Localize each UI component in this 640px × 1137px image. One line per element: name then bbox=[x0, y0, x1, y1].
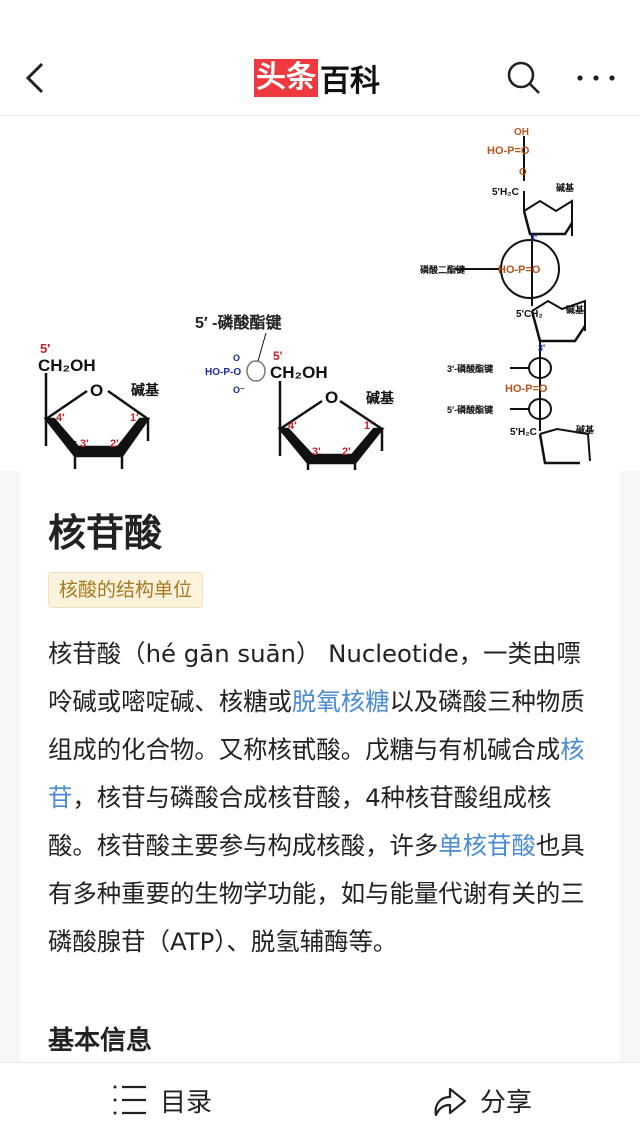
entry-link[interactable]: 单核苷酸 bbox=[438, 831, 536, 860]
label: 4' bbox=[56, 412, 65, 424]
share-label: 分享 bbox=[480, 1087, 533, 1118]
label: O bbox=[233, 353, 240, 363]
label: 碱基 bbox=[131, 382, 160, 398]
label: CH₂OH bbox=[38, 356, 96, 375]
summary-text: 以及磷酸三种物质组成的化合物。又称核甙酸。戊糖与有机碱合成 bbox=[48, 687, 585, 764]
label: 3' bbox=[312, 446, 321, 458]
section-title-basic-info: 基本信息 bbox=[48, 1026, 153, 1056]
article-card: 核苷酸 核酸的结构单位 核苷酸（hé gān suān） Nucleotide，… bbox=[20, 470, 620, 1070]
label: 3' bbox=[530, 233, 537, 243]
label: 1' bbox=[364, 420, 373, 432]
summary-text: 也具有多种重要的生物学功能，如与能量代谢有关的三磷酸腺苷（ATP）、脱氢辅酶等。 bbox=[48, 831, 585, 956]
toc-label: 目录 bbox=[160, 1087, 213, 1118]
more-dots-icon[interactable] bbox=[576, 70, 616, 86]
label: 4' bbox=[288, 420, 297, 432]
label: 碱基 bbox=[366, 390, 395, 406]
label: CH₂OH bbox=[270, 363, 328, 382]
label: O bbox=[90, 381, 103, 400]
summary-text: 核苷酸（hé gān suān） Nucleotide，一类由嘌呤碱或嘧啶碱、核… bbox=[48, 639, 581, 716]
label: 3' bbox=[538, 343, 545, 353]
logo-red-part: 头条 bbox=[254, 59, 318, 97]
nucleotide-structure-image[interactable]: 5' CH₂OH O 碱基 4' 1' 3' 2' 5′ -磷酸酯键 HO-P-… bbox=[0, 116, 640, 471]
label: 5'CH₂ bbox=[516, 309, 543, 320]
ribose-structure-middle bbox=[246, 332, 385, 471]
entry-link[interactable]: 脱氧核糖 bbox=[291, 687, 390, 716]
label: 2' bbox=[342, 446, 351, 458]
logo-black-part: 百科 bbox=[320, 64, 380, 99]
label: O bbox=[519, 167, 527, 178]
label: HO-P=O bbox=[487, 145, 530, 157]
label: 碱基 bbox=[576, 424, 595, 435]
chevron-left-icon[interactable] bbox=[22, 58, 52, 98]
search-icon[interactable] bbox=[506, 60, 542, 96]
list-icon bbox=[113, 1085, 146, 1115]
ribose-structure-left bbox=[43, 373, 151, 469]
dinucleotide-chain-right bbox=[455, 136, 591, 465]
label: O⁻ bbox=[233, 385, 245, 395]
bottom-bar: 目录 分享 bbox=[0, 1062, 640, 1137]
share-arrow-icon bbox=[434, 1087, 467, 1117]
label: 5'H₂C bbox=[510, 427, 537, 438]
label: HO-P=O bbox=[498, 264, 541, 276]
category-tag[interactable]: 核酸的结构单位 bbox=[48, 572, 204, 608]
label: 2' bbox=[110, 438, 119, 450]
label: HO-P-O bbox=[205, 367, 241, 378]
top-nav-bar: 头条 百科 bbox=[0, 0, 640, 116]
label: 碱基 bbox=[556, 182, 575, 193]
page-title: 核苷酸 bbox=[48, 511, 163, 555]
label: 1' bbox=[130, 412, 139, 424]
label: OH bbox=[514, 127, 529, 138]
toc-button[interactable]: 目录 bbox=[112, 1081, 212, 1119]
label: 5' bbox=[40, 341, 50, 356]
share-button[interactable]: 分享 bbox=[432, 1081, 532, 1119]
label: 碱基 bbox=[566, 304, 585, 315]
label: 磷酸二酯键 bbox=[420, 264, 466, 275]
label: 5′-磷酸酯键 bbox=[447, 404, 494, 415]
article-summary: 核苷酸（hé gān suān） Nucleotide，一类由嘌呤碱或嘧啶碱、核… bbox=[48, 630, 596, 966]
label: O bbox=[325, 388, 338, 407]
label: 5' bbox=[273, 349, 283, 363]
entry-link[interactable]: 核苷 bbox=[48, 735, 585, 812]
label: 5'H₂C bbox=[492, 187, 519, 198]
label: 5′ -磷酸酯键 bbox=[195, 313, 282, 332]
summary-text: ，核苷与磷酸合成核苷酸，4种核苷酸组成核酸。核苷酸主要参与构成核酸，许多 bbox=[48, 783, 552, 860]
label: 3' bbox=[80, 438, 89, 450]
label: 3′-磷酸酯键 bbox=[447, 363, 494, 374]
label: HO-P=O bbox=[505, 383, 548, 395]
toutiao-baike-logo: 头条 百科 bbox=[254, 59, 380, 99]
